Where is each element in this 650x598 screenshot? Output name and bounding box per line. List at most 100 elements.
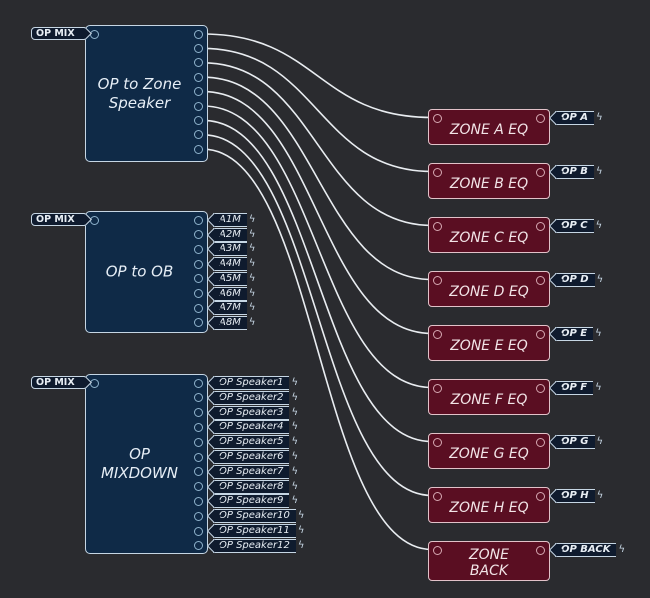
output-pin[interactable] [194,318,203,328]
zone-block[interactable]: ZONE BACK [428,541,550,581]
zone-input-pin[interactable] [433,438,442,447]
zone-output-pin[interactable] [536,384,545,393]
block-op-mixdown[interactable]: OP MIXDOWN [85,374,208,554]
input-pin[interactable] [90,216,99,225]
zone-block[interactable]: ZONE D EQ [428,271,550,307]
input-tag[interactable]: OP MIX [31,376,85,389]
output-pin[interactable] [194,408,203,418]
zone-block[interactable]: ZONE H EQ [428,487,550,523]
wire-1[interactable] [202,47,433,173]
block-op-to-ob[interactable]: OP to OB [85,211,208,333]
zone-input-pin[interactable] [433,330,442,339]
output-pin[interactable] [194,274,203,284]
input-pin[interactable] [90,30,99,39]
output-pin[interactable] [194,87,203,97]
zone-block[interactable]: ZONE B EQ [428,163,550,199]
output-pin[interactable] [194,482,203,492]
zone-block[interactable]: ZONE C EQ [428,217,550,253]
output-pin[interactable] [194,144,203,154]
output-pin[interactable] [194,101,203,111]
output-pin[interactable] [194,289,203,298]
wire-0[interactable] [202,33,433,119]
output-pin[interactable] [194,422,203,432]
output-pin[interactable] [194,541,203,551]
output-pin[interactable] [194,303,203,313]
zone-block[interactable]: ZONE G EQ [428,433,550,469]
zone-input-pin[interactable] [433,276,442,285]
zone-block[interactable]: ZONE F EQ [428,379,550,415]
input-tag[interactable]: OP MIX [31,27,85,40]
output-pin[interactable] [194,378,203,388]
output-pin[interactable] [194,58,203,68]
output-pin[interactable] [194,72,203,82]
output-pin[interactable] [194,452,203,462]
lightning-bolt-icon: ϟ [248,316,256,328]
zone-input-pin[interactable] [433,492,442,501]
input-pin[interactable] [90,379,99,388]
wire-2[interactable] [202,62,433,227]
zone-input-pin[interactable] [433,222,442,231]
zone-output-pin[interactable] [536,438,545,447]
block-op-to-zone-speaker[interactable]: OP to Zone Speaker [85,25,208,162]
zone-input-pin[interactable] [433,168,442,177]
output-pin[interactable] [194,526,203,536]
lightning-bolt-icon: ϟ [291,391,299,403]
zone-output-pin[interactable] [536,222,545,231]
lightning-bolt-icon: ϟ [291,406,299,418]
output-pin[interactable] [194,29,203,39]
zone-input-pin[interactable] [433,114,442,123]
output-pin[interactable] [194,393,203,403]
output-pin[interactable] [194,130,203,140]
zone-input-pin[interactable] [433,546,442,555]
zone-block[interactable]: ZONE E EQ [428,325,550,361]
zone-output-pin[interactable] [536,546,545,555]
output-pin[interactable] [194,115,203,125]
zone-output-pin[interactable] [536,114,545,123]
zone-output-pin[interactable] [536,168,545,177]
output-pin[interactable] [194,511,203,521]
zone-input-pin[interactable] [433,384,442,393]
output-pin[interactable] [194,467,203,477]
output-pin[interactable] [194,496,203,506]
output-pin[interactable] [194,215,203,225]
output-pin[interactable] [194,437,203,447]
output-pin[interactable] [194,244,203,254]
zone-block[interactable]: ZONE A EQ [428,109,550,145]
zone-output-pin[interactable] [536,492,545,501]
output-pin[interactable] [194,43,203,53]
zone-output-pin[interactable] [536,276,545,285]
output-pin[interactable] [194,259,203,269]
input-tag[interactable]: OP MIX [31,213,85,226]
output-pin[interactable] [194,230,203,240]
zone-output-pin[interactable] [536,330,545,339]
